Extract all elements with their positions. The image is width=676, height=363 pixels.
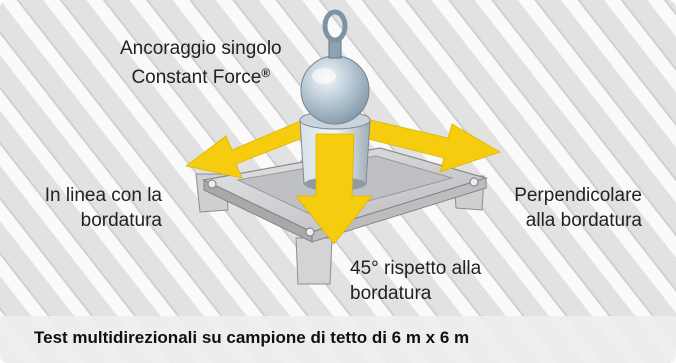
angle-label-line1: 45° rispetto alla [350,258,482,279]
arrow-45-degrees [295,133,373,245]
registered-mark: ® [261,66,271,80]
angle-label: 45° rispetto alla bordatura [350,256,481,306]
anchor-title-product: Constant Force [131,67,262,88]
anchor-ring [322,9,348,43]
bolt [305,227,315,237]
plate-leg-bottom [295,237,333,285]
bolt [207,179,217,189]
base-plate [195,147,489,285]
anchor-title-label: Ancoraggio singolo Constant Force® [120,36,282,90]
perpendicular-label-line1: Perpendicolare [514,185,642,206]
perpendicular-label: Perpendicolare alla bordatura [486,183,642,233]
figure-caption: Test multidirezionali su campione di tet… [34,328,470,347]
angle-label-line2: bordatura [350,283,432,304]
in-line-label-line2: bordatura [80,210,162,231]
bolt [469,177,479,187]
anchor-title-line1: Ancoraggio singolo [120,38,282,59]
arrow-group [185,115,501,179]
perpendicular-label-line2: alla bordatura [525,210,642,231]
anchor-title-line2: Constant Force® [120,61,282,90]
caption-band [0,316,676,363]
in-line-label-line1: In linea con la [44,185,162,206]
arrow-perpendicular [355,117,501,173]
in-line-label: In linea con la bordatura [12,183,162,233]
anchor-ball [300,55,370,125]
